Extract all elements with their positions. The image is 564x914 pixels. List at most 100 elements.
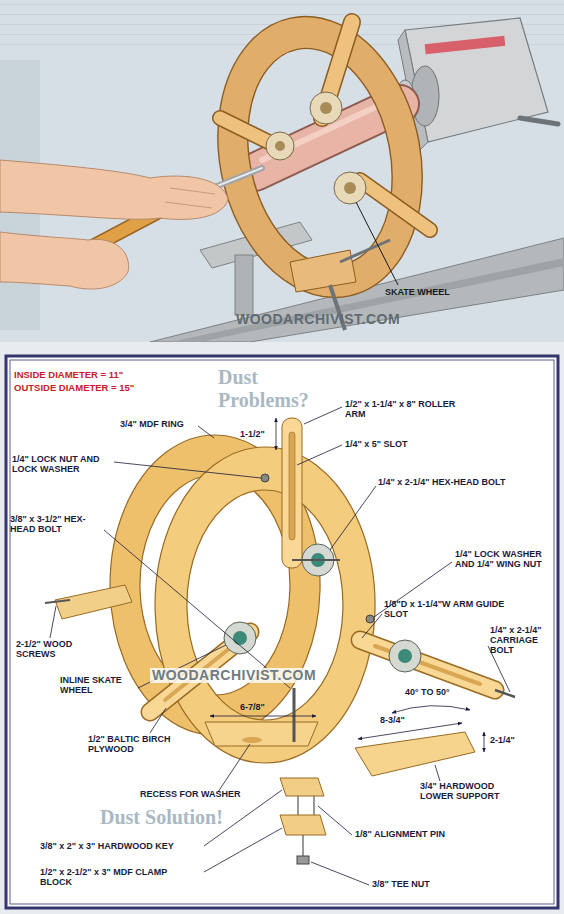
watermark: WOODARCHIVIST.COM [150, 668, 318, 683]
part-label: INLINE SKATE WHEEL [60, 676, 136, 696]
polygon-shape [280, 778, 324, 796]
line-shape [150, 708, 166, 733]
line-shape [362, 614, 382, 638]
background-text: Dust Problems? [218, 366, 330, 412]
dimension-note: OUTSIDE DIAMETER = 15" [14, 383, 134, 393]
polygon-shape [290, 250, 356, 292]
line-shape [293, 688, 296, 742]
circle-shape [334, 172, 366, 204]
line-shape [262, 98, 395, 160]
line-shape [330, 486, 376, 550]
line-shape [318, 806, 352, 835]
line-shape [218, 744, 250, 792]
circle-shape [266, 132, 294, 160]
rect-shape [6, 356, 558, 908]
ellipse-shape [242, 737, 262, 743]
line-shape [198, 426, 214, 438]
rect-shape [297, 856, 309, 864]
part-label: 1/4" x 5" SLOT [345, 440, 408, 450]
watermark: WOODARCHIVIST.COM [236, 312, 400, 327]
lathe-photo [0, 0, 564, 342]
dimension-note: INSIDE DIAMETER = 11" [14, 370, 123, 380]
dimension-label: 8-3/4" [380, 716, 405, 726]
line-shape [50, 606, 56, 638]
line-shape [114, 462, 261, 478]
part-label: SKATE WHEEL [385, 288, 450, 298]
part-label: 3/4" MDF RING [120, 420, 184, 430]
part-label: 1/8" ALIGNMENT PIN [355, 830, 445, 840]
circle-shape [366, 615, 374, 623]
rect-shape [10, 360, 554, 904]
part-label: 1/4" LOCK WASHER AND 1/4" WING NUT [455, 550, 555, 570]
rect-shape [0, 342, 564, 914]
line-shape [311, 862, 369, 885]
part-label: 1/4" LOCK NUT AND LOCK WASHER [12, 455, 114, 475]
angle-label: 40° TO 50° [405, 688, 450, 698]
part-label: 1/2" x 1-1/4" x 8" ROLLER ARM [345, 400, 465, 420]
dimension-label: 6-7/8" [240, 703, 265, 713]
path-shape [0, 232, 129, 289]
line-shape [356, 202, 398, 285]
polygon-shape [55, 585, 132, 619]
part-label: 3/8" x 3-1/2" HEX-HEAD BOLT [10, 515, 102, 535]
circle-shape [233, 631, 247, 645]
line-shape [360, 180, 430, 230]
path-shape [155, 447, 375, 763]
line-shape [204, 828, 282, 872]
circle-shape [389, 640, 421, 672]
circle-shape [310, 92, 342, 124]
circle-shape [344, 182, 356, 194]
polygon-shape [280, 815, 326, 835]
line-shape [304, 407, 342, 424]
part-label: 1/4" x 2-1/4" CARRIAGE BOLT [490, 626, 556, 656]
line-shape [165, 202, 212, 208]
part-label: RECESS FOR WASHER [140, 790, 241, 800]
path-shape [392, 706, 470, 713]
line-shape [210, 716, 316, 717]
circle-shape [261, 474, 269, 482]
polygon-shape [205, 722, 318, 746]
part-label: 1/2" BALTIC BIRCH PLYWOOD [88, 735, 188, 755]
part-label: 3/8" x 2" x 3" HARDWOOD KEY [40, 842, 174, 852]
line-shape [360, 640, 495, 690]
part-label: 2-1/2" WOOD SCREWS [16, 640, 80, 660]
rect-shape [425, 36, 506, 54]
line-shape [276, 418, 277, 450]
line-shape [360, 180, 430, 230]
line-shape [360, 640, 495, 690]
part-label: 1/2" x 2-1/2" x 3" MDF CLAMP BLOCK [40, 868, 190, 888]
rect-shape [235, 255, 253, 315]
polygon-shape [405, 18, 548, 142]
line-shape [484, 732, 485, 752]
path-shape [0, 160, 228, 219]
rect-shape [282, 418, 302, 568]
circle-shape [320, 102, 332, 114]
part-label: 3/4" HARDWOOD LOWER SUPPORT [420, 782, 530, 802]
circle-shape [275, 141, 285, 151]
polygon-shape [355, 732, 475, 776]
line-shape [292, 559, 340, 561]
plan-drawing [0, 342, 564, 914]
line-shape [495, 690, 515, 697]
part-label: 1/8"D x 1-1/4"W ARM GUIDE SLOT [384, 600, 514, 620]
line-shape [297, 445, 342, 465]
part-label: 3/8" TEE NUT [372, 880, 430, 890]
dimension-label: 2-1/4" [490, 736, 515, 746]
line-shape [340, 240, 390, 262]
rect-shape [289, 432, 295, 540]
line-shape [435, 765, 440, 781]
dimension-label: 1-1/2" [240, 430, 265, 440]
circle-shape [398, 649, 412, 663]
path-shape [193, 0, 448, 317]
line-shape [297, 796, 298, 815]
background-text: Dust Solution! [100, 806, 270, 829]
line-shape [104, 530, 290, 688]
line-shape [520, 118, 558, 124]
circle-shape [224, 622, 256, 654]
line-shape [358, 723, 462, 739]
part-label: 1/4" x 2-1/4" HEX-HEAD BOLT [378, 478, 528, 488]
line-shape [313, 796, 314, 815]
line-shape [302, 835, 303, 856]
line-shape [45, 600, 70, 603]
line-shape [170, 188, 215, 194]
